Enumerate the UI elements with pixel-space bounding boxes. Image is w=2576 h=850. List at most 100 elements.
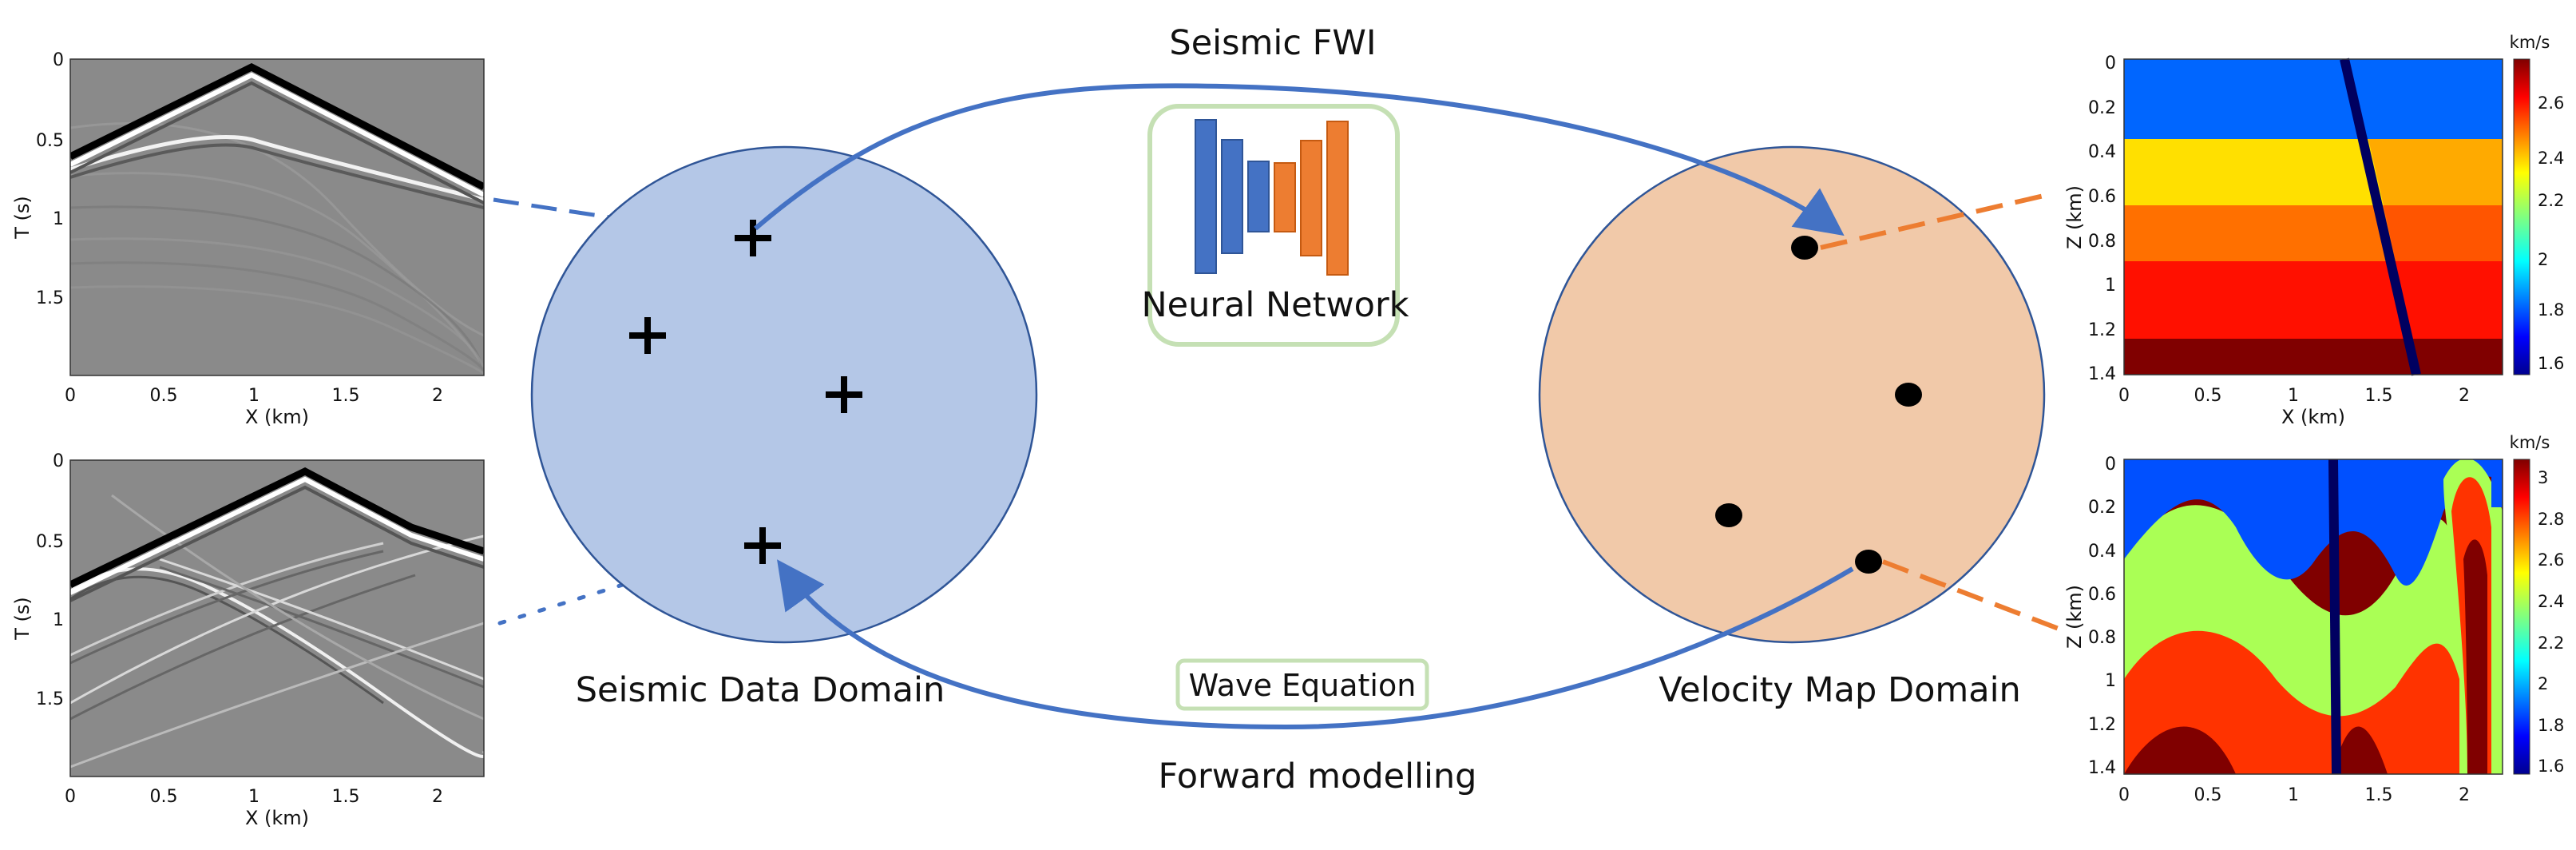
plus-marker <box>744 527 781 564</box>
velocity-map-top <box>2123 58 2503 376</box>
seismic-top-x-tick: 2 <box>432 386 443 406</box>
velocity-bottom-y-label: Z (km) <box>2063 585 2086 649</box>
velocity-top-x-tick: 0 <box>2118 386 2130 406</box>
dot-marker <box>1895 383 1922 407</box>
seismic-bottom-y-tick: 1 <box>53 610 64 630</box>
seismic-top-y-tick: 0.5 <box>36 131 64 151</box>
velocity-bottom-y-tick: 1.4 <box>2088 758 2116 778</box>
velocity-bottom-x-tick: 1 <box>2288 785 2299 805</box>
fault-line <box>2328 459 2341 774</box>
seismic-top-x-tick: 0.5 <box>150 386 178 406</box>
seismic-top-frame <box>69 58 485 376</box>
dot-marker <box>1715 503 1742 527</box>
wave-equation-box: Wave Equation <box>1175 658 1429 711</box>
seismic-bottom-x-label: X (km) <box>245 807 309 829</box>
forward-modelling-title: Forward modelling <box>1159 757 1477 796</box>
seismic-fwi-title: Seismic FWI <box>1169 23 1376 63</box>
seismic-axes: T (s) X (km) T (s) X (km) 0 0.5 1 1.5 2 … <box>11 50 443 829</box>
colorbar-bottom-tick: 2.4 <box>2538 592 2564 611</box>
seismic-top-y-tick: 1.5 <box>36 288 64 308</box>
colorbar-bottom-tick: 2 <box>2538 674 2548 693</box>
velocity-domain-label: Velocity Map Domain <box>1659 670 2021 710</box>
seismic-bottom-waveforms <box>70 467 484 769</box>
plus-marker <box>826 376 862 413</box>
seismic-domain-label: Seismic Data Domain <box>576 670 945 710</box>
seismic-sample-markers <box>629 220 862 564</box>
velocity-bottom-x-tick: 1.5 <box>2365 785 2393 805</box>
plus-marker <box>735 220 771 256</box>
fwi-arrow <box>754 83 1845 236</box>
network-layers-icon <box>1195 119 1349 276</box>
velocity-top-y-tick: 0.6 <box>2088 187 2116 207</box>
velocity-top-y-label: Z (km) <box>2063 185 2086 249</box>
seismic-bottom-x-tick: 0 <box>65 787 76 807</box>
layer <box>2124 261 2503 339</box>
velocity-top-y-tick: 0.2 <box>2088 98 2116 118</box>
velocity-top-x-tick: 1 <box>2288 386 2299 406</box>
colorbar-bottom: km/s 3 2.8 2.6 2.4 2.2 2 1.8 1.6 <box>2510 433 2565 776</box>
velocity-axes: Z (km) X (km) Z (km) 0 0.5 1 1.5 2 0 0.2… <box>2063 54 2470 805</box>
forward-modelling-arrow <box>777 559 1854 730</box>
colorbar-bottom-unit: km/s <box>2510 433 2550 452</box>
colorbar-top-tick: 2.6 <box>2538 93 2564 113</box>
colorbar-top-tick: 2.4 <box>2538 149 2564 168</box>
colorbar-bottom-tick: 2.2 <box>2538 634 2564 653</box>
velocity-bottom-y-tick: 0.4 <box>2088 542 2116 562</box>
velocity-top-x-tick: 2 <box>2459 386 2470 406</box>
velocity-top-y-tick: 1.2 <box>2088 320 2116 340</box>
colorbar-top-unit: km/s <box>2510 33 2550 52</box>
seismic-bottom-x-tick: 0.5 <box>150 787 178 807</box>
wave-equation-frame <box>1175 658 1429 711</box>
seismic-top-y-label: T (s) <box>11 196 34 240</box>
velocity-top-y-tick: 0.8 <box>2088 232 2116 252</box>
seismic-bottom-frame <box>69 459 485 777</box>
seismic-bottom-x-tick: 1.5 <box>332 787 360 807</box>
colorbar-bottom-tick: 1.8 <box>2538 716 2564 735</box>
colorbar-top-tick: 2 <box>2538 250 2548 269</box>
plus-marker <box>629 317 666 354</box>
velocity-bottom-y-tick: 0.8 <box>2088 628 2116 648</box>
fault-line <box>2340 58 2421 376</box>
fault-offset-block <box>2368 139 2503 205</box>
seismic-top-waveforms <box>70 62 484 375</box>
velocity-bottom-y-tick: 0 <box>2105 455 2116 475</box>
seismic-top-x-tick: 1.5 <box>332 386 360 406</box>
colorbar-bottom-tick: 2.8 <box>2538 510 2564 529</box>
dot-marker <box>1791 236 1818 260</box>
colorbar-top-tick: 1.8 <box>2538 300 2564 320</box>
velocity-map-bottom <box>2123 459 2503 775</box>
colorbar-bottom-tick: 2.6 <box>2538 550 2564 570</box>
velocity-bottom-x-tick: 0 <box>2118 785 2130 805</box>
colorbar-top-scale <box>2513 58 2530 375</box>
velocity-bottom-y-tick: 1.2 <box>2088 715 2116 735</box>
velocity-bottom-y-tick: 1 <box>2105 671 2116 691</box>
seismic-bottom-y-label: T (s) <box>11 597 34 641</box>
seismic-gather-top <box>69 58 485 376</box>
seismic-bottom-background <box>70 460 484 777</box>
seismic-bottom-y-tick: 0.5 <box>36 532 64 552</box>
wave-equation-label: Wave Equation <box>1189 668 1417 703</box>
seismic-top-y-tick: 0 <box>53 50 64 70</box>
seismic-bottom-y-tick: 0 <box>53 451 64 471</box>
velocity-bottom-x-tick: 2 <box>2459 785 2470 805</box>
seismic-top-x-label: X (km) <box>245 406 309 428</box>
colorbar-bottom-scale <box>2513 459 2530 775</box>
velocity-top-x-tick: 0.5 <box>2194 386 2222 406</box>
colorbar-top-tick: 2.2 <box>2538 191 2564 210</box>
seismic-top-background <box>70 59 484 375</box>
velocity-bottom-y-tick: 0.6 <box>2088 585 2116 605</box>
velocity-sample-markers <box>1715 236 1922 574</box>
velocity-bottom-fill <box>2124 459 2503 774</box>
colorbar-top-tick: 1.6 <box>2538 354 2564 373</box>
seismic-top-x-tick: 1 <box>248 386 260 406</box>
velocity-top-y-tick: 0 <box>2105 54 2116 73</box>
colorbar-bottom-tick: 1.6 <box>2538 757 2564 776</box>
velocity-top-y-tick: 1.4 <box>2088 364 2116 384</box>
fault-offset-block <box>2384 205 2503 261</box>
colorbar-top: km/s 2.6 2.4 2.2 2 1.8 1.6 <box>2510 33 2564 375</box>
velocity-top-frame <box>2123 58 2503 375</box>
velocity-top-y-tick: 1 <box>2105 276 2116 296</box>
dot-marker <box>1855 550 1882 574</box>
velocity-bottom-x-tick: 0.5 <box>2194 785 2222 805</box>
